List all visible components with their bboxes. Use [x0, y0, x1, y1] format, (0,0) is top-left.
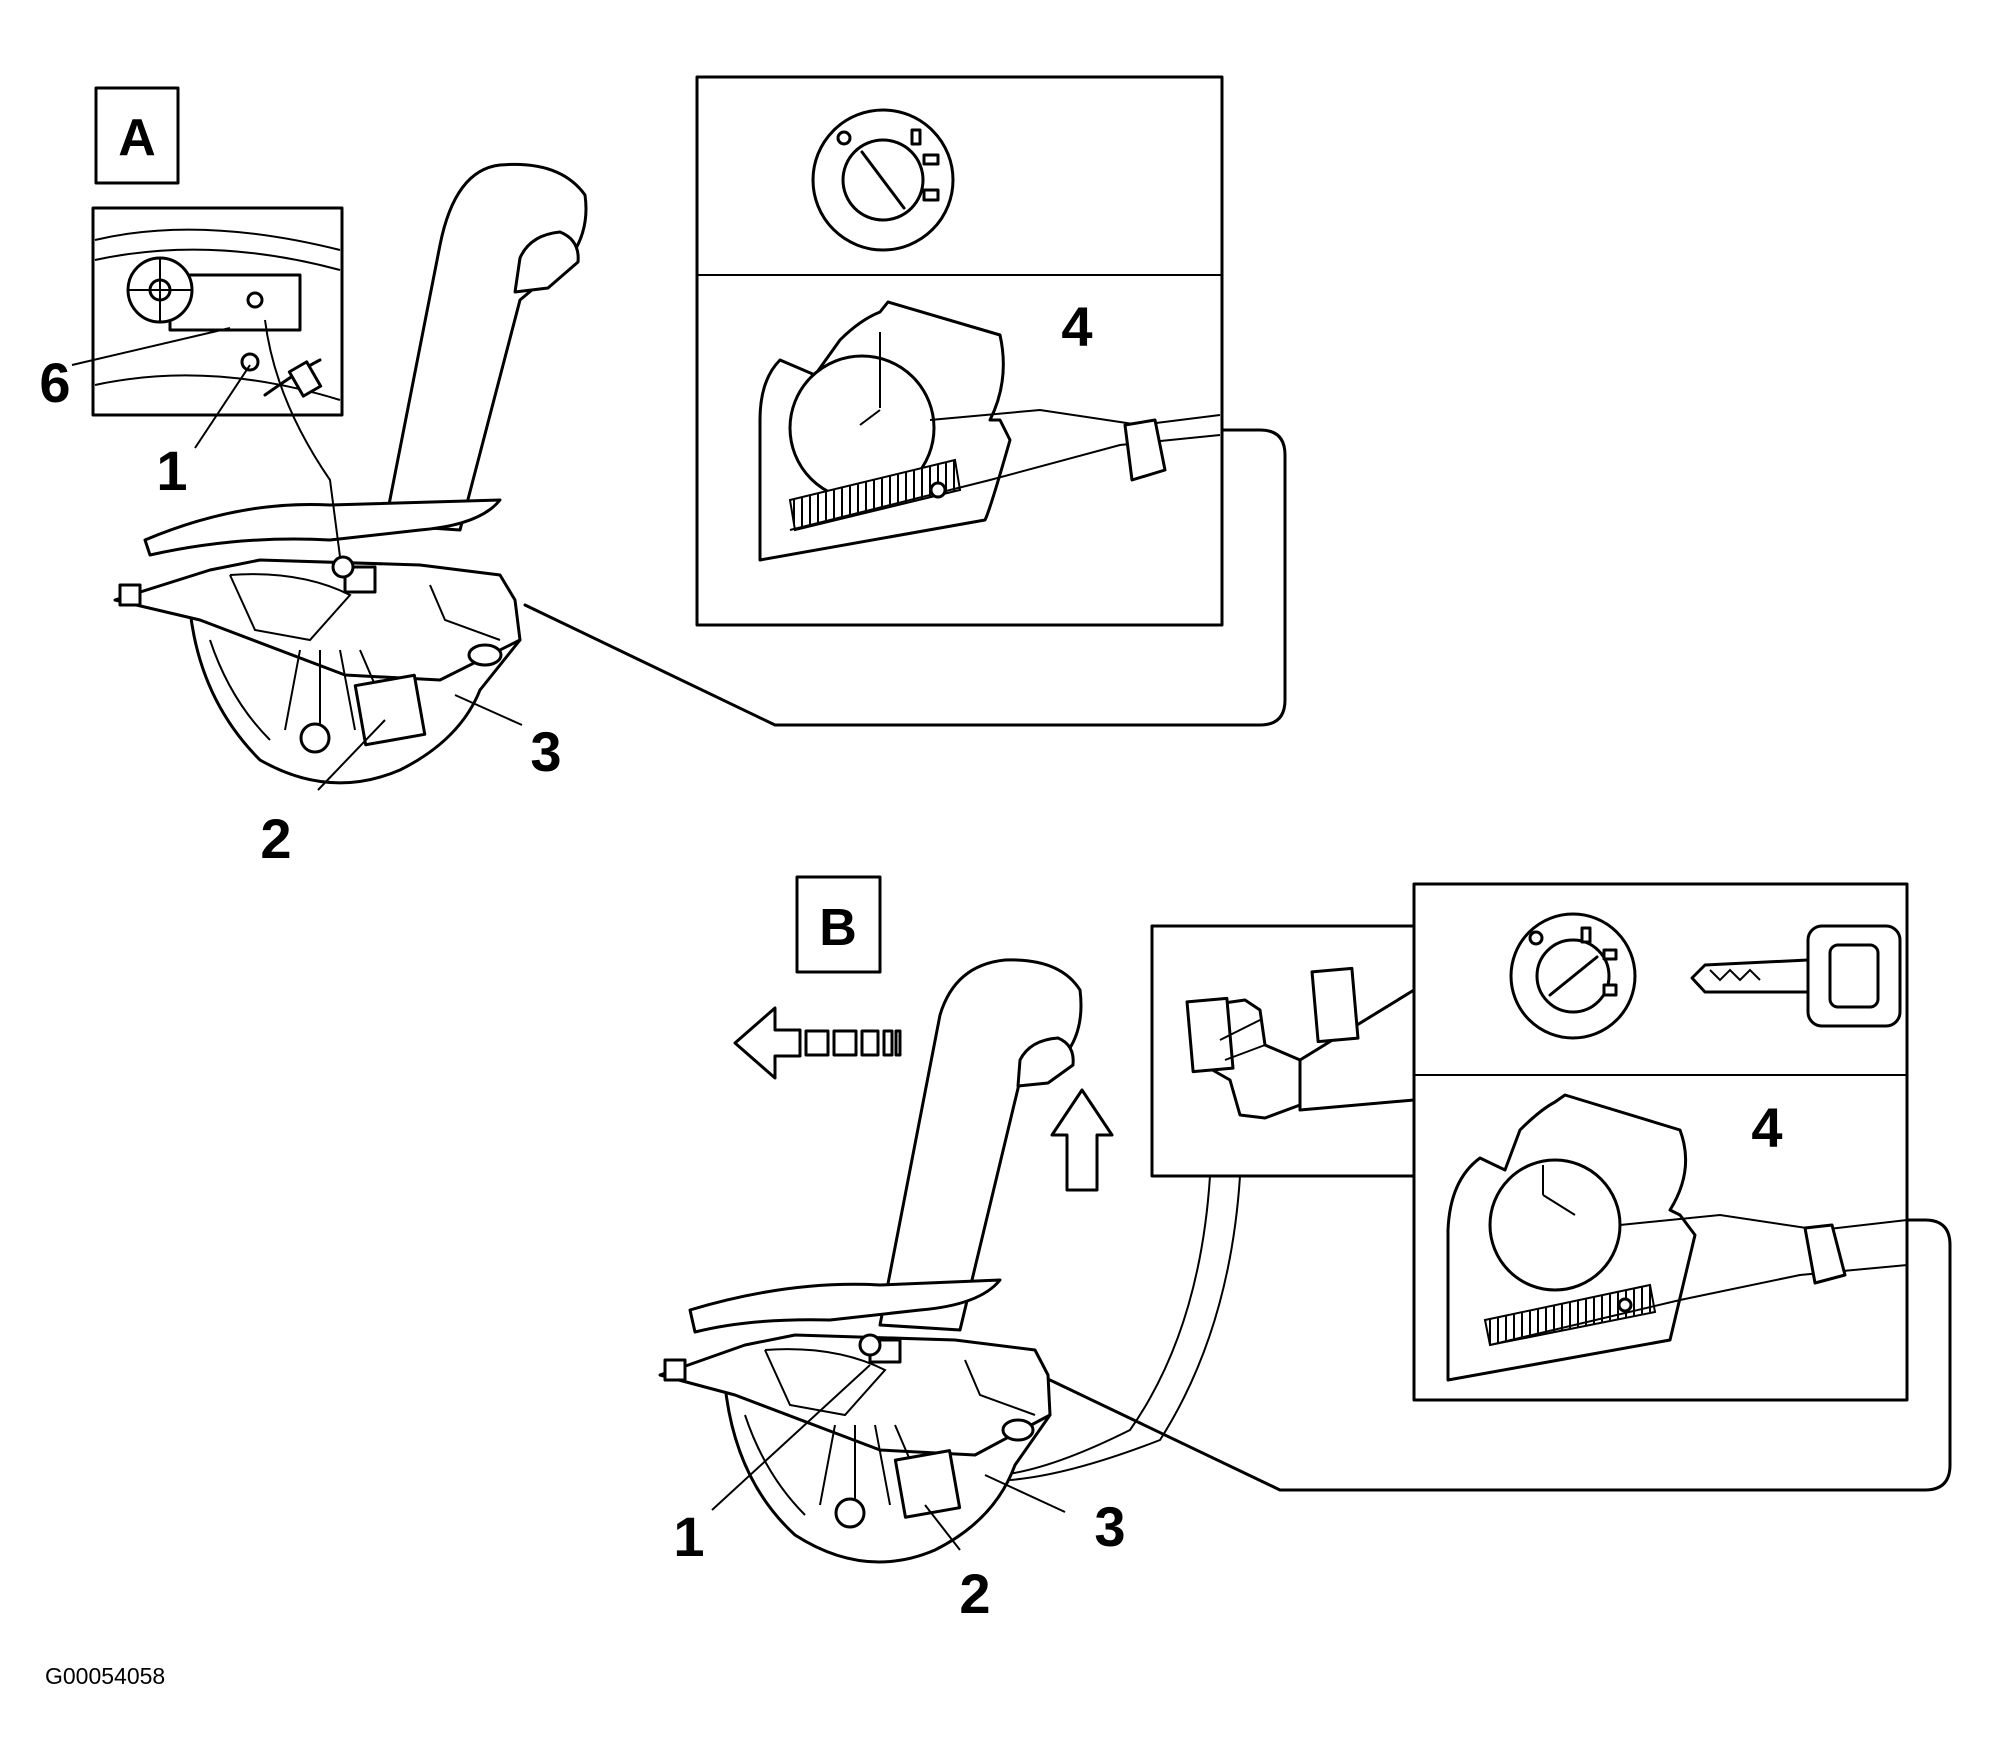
lock-pin-detail [240, 352, 260, 372]
panel-b-letter: B [819, 899, 857, 957]
panel-a-callouts: 6 1 4 3 2 [39, 295, 1092, 870]
callout-a-1: 1 [156, 439, 187, 502]
callout-b-1: 1 [673, 1505, 704, 1568]
lock-cam-icon-b [1446, 1093, 1908, 1382]
panel-b: B [658, 875, 1952, 1625]
key-icon [1690, 924, 1902, 1028]
ignition-switch-icon [1509, 912, 1637, 1040]
callout-b-2: 2 [959, 1562, 990, 1625]
ignition-switch-box-a [695, 75, 1224, 627]
callout-a-3: 3 [530, 720, 561, 783]
ignition-switch-box-b [1412, 882, 1909, 1402]
ignition-switch-icon [811, 108, 955, 252]
callout-a-2: 2 [260, 807, 291, 870]
lock-cam-icon-a [758, 300, 1221, 562]
interlock-cable-b [1048, 1218, 1952, 1492]
shift-lever-a [143, 162, 588, 596]
brake-pedal-inset [999, 924, 1416, 1481]
panel-a-letter: A [118, 109, 156, 167]
interlock-solenoid-a [331, 555, 355, 579]
interlock-solenoid-b [858, 1333, 882, 1357]
arrow-up-icon [1050, 1088, 1114, 1192]
shift-gate-housing-b [658, 1333, 1052, 1564]
callout-a-6: 6 [39, 351, 70, 414]
shift-lever-b [688, 958, 1083, 1334]
panel-a-detail-inset [91, 206, 344, 417]
shift-gate-housing-a [113, 555, 522, 785]
foot-on-brake-pedal-icon [1185, 966, 1416, 1120]
callout-b-3: 3 [1094, 1495, 1125, 1558]
arrow-left-icon [733, 1006, 902, 1080]
panel-b-callouts: 4 1 3 2 [673, 1096, 1782, 1625]
callout-a-4: 4 [1061, 295, 1092, 358]
panel-a-label-box: A [94, 86, 180, 185]
interlock-cable-a [523, 428, 1287, 727]
panel-a: A [39, 75, 1287, 870]
callout-b-4: 4 [1751, 1096, 1782, 1159]
figure-id: G00054058 [45, 1663, 165, 1689]
panel-a-leaders [71, 327, 881, 791]
panel-b-label-box: B [795, 875, 882, 974]
panel-b-leaders [711, 1165, 1576, 1551]
